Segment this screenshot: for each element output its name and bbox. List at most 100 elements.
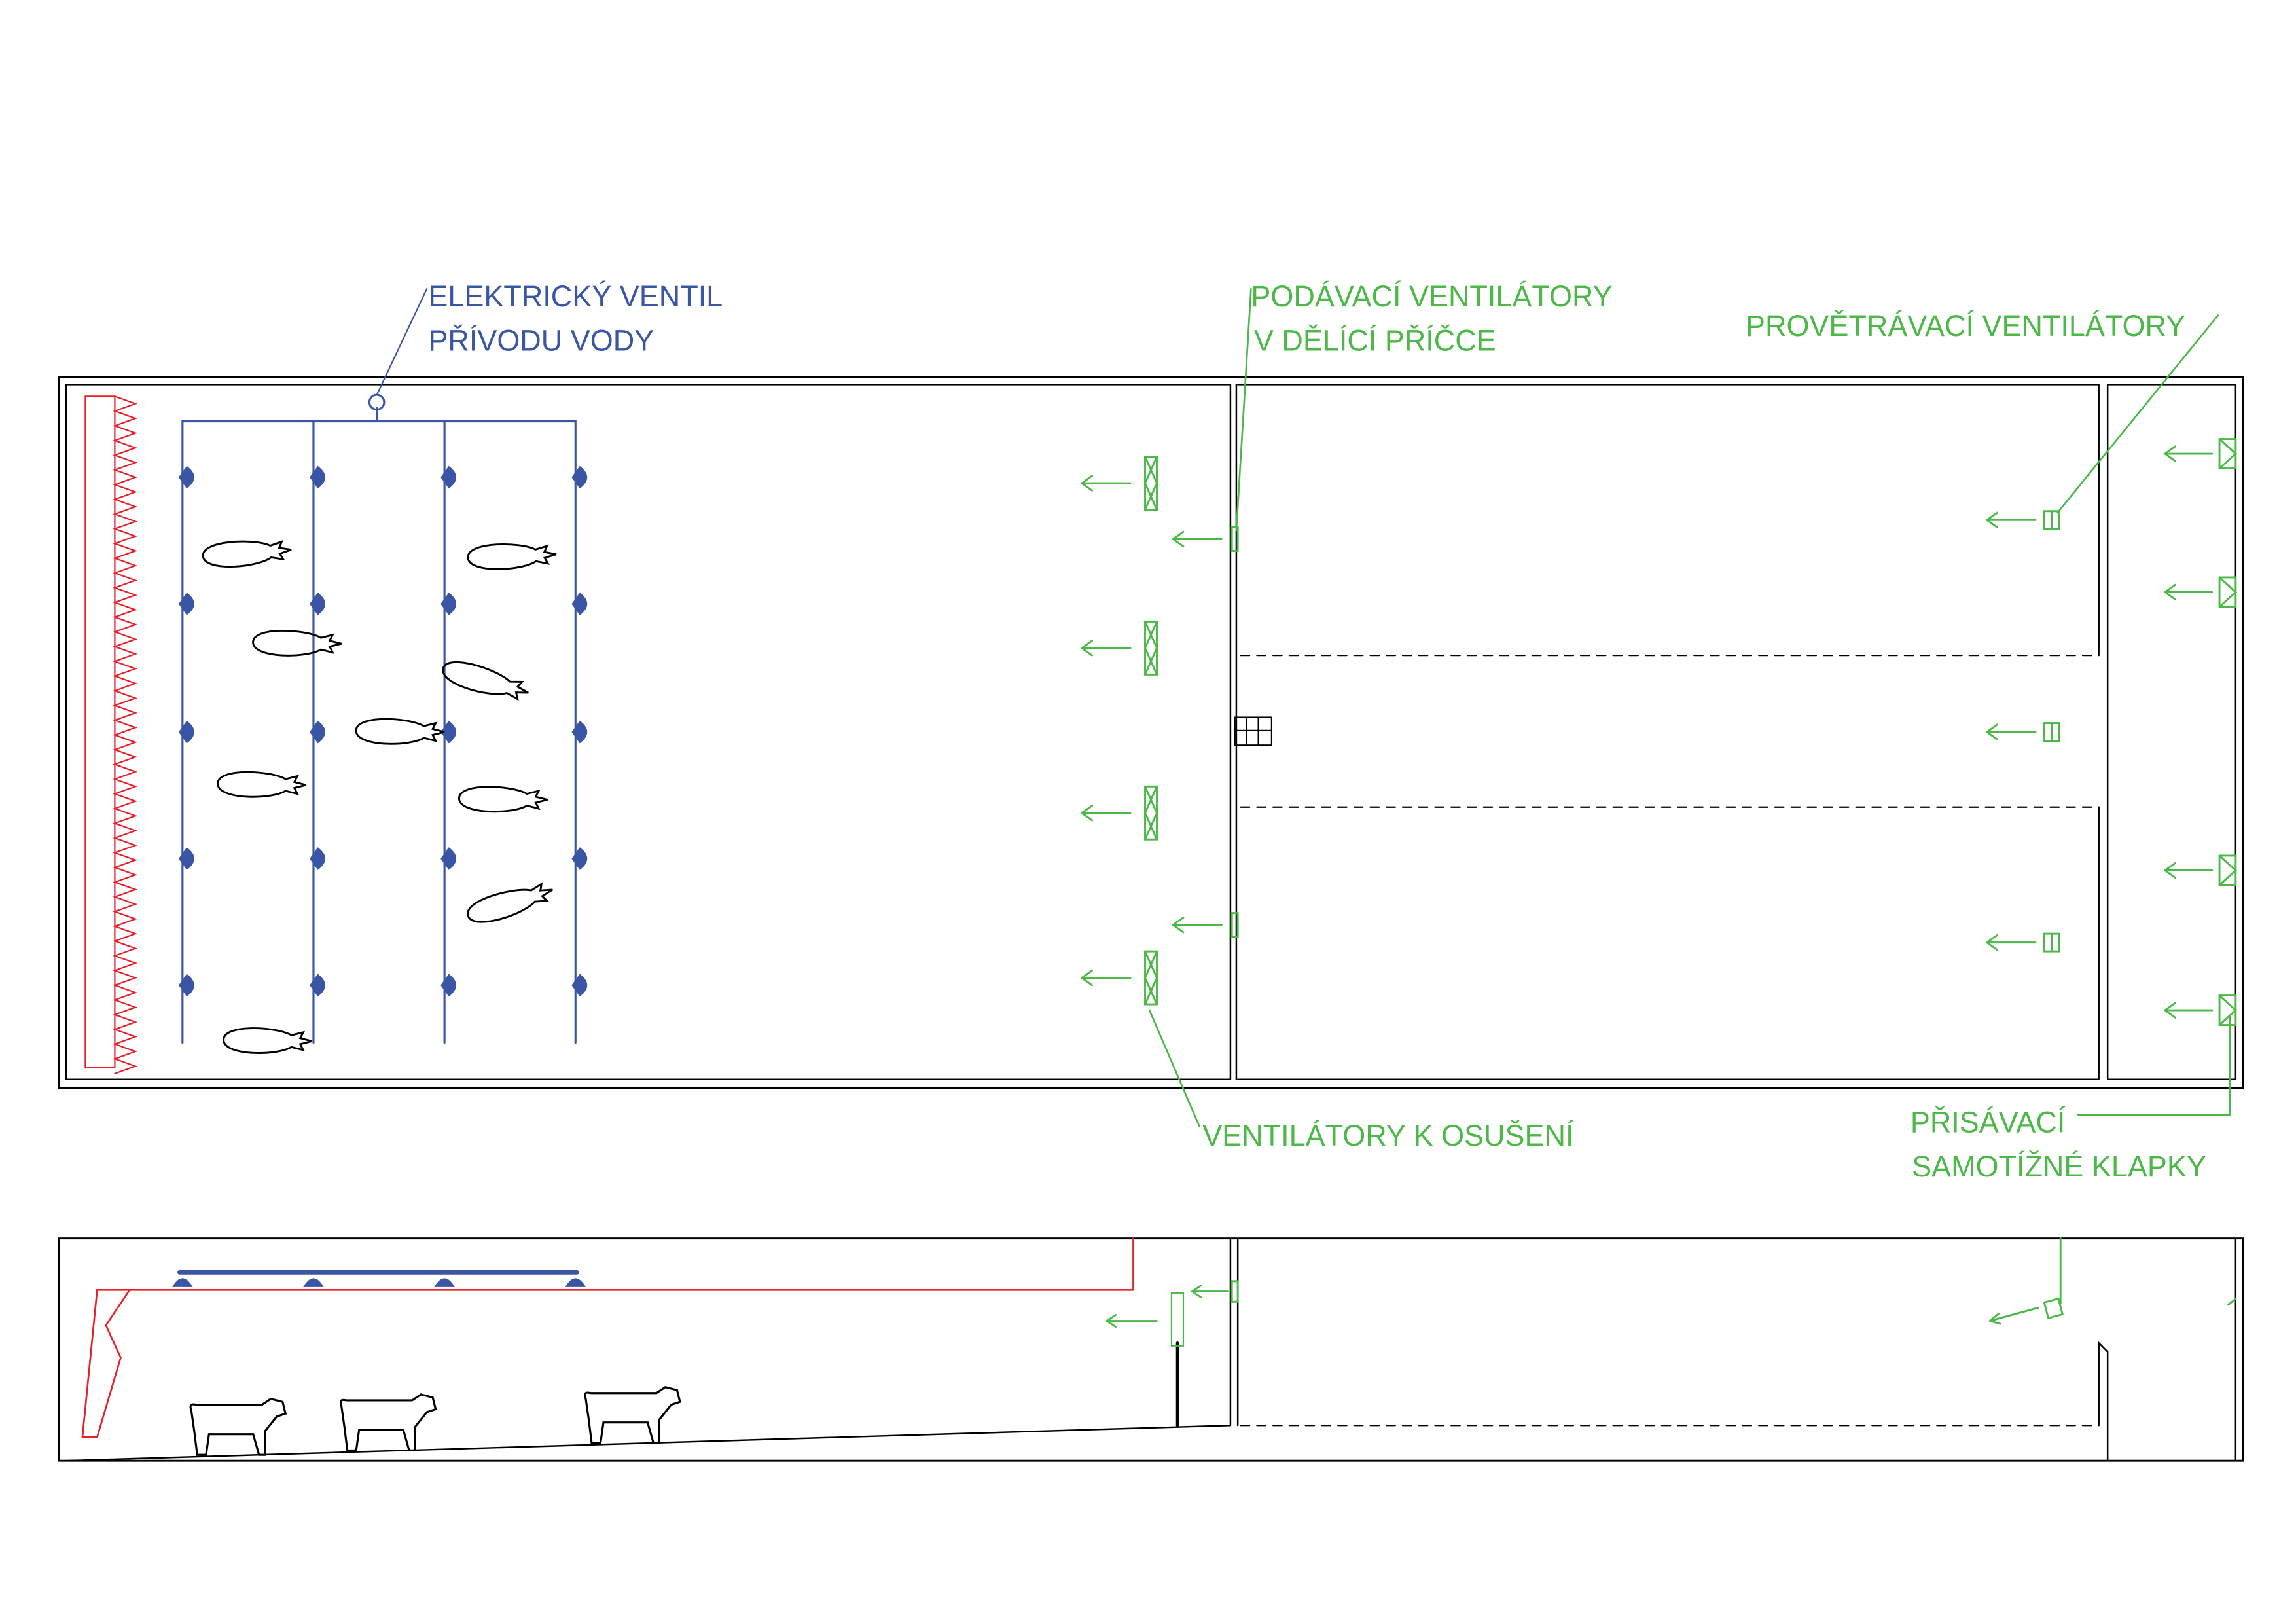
sprinkler-icon — [440, 593, 457, 615]
sprinkler-icon — [178, 974, 194, 997]
sprinkler-icon — [571, 974, 588, 997]
intake-flap-icon — [2218, 854, 2237, 886]
vent-fan-icon — [2043, 510, 2060, 530]
cow-top-view — [467, 882, 554, 923]
sprinkler-icon — [178, 720, 194, 744]
fan-frame — [1144, 950, 1158, 1006]
airflow-arrow-icon — [1081, 640, 1132, 657]
label-supply-fans: PODÁVACÍ VENTILÁTORY — [1251, 280, 1612, 313]
label-intake-flaps-2: SAMOTÍŽNÉ KLAPKY — [1912, 1150, 2206, 1183]
sprinkler-icon — [565, 1278, 586, 1287]
sprinkler-icon — [172, 1278, 193, 1287]
sprinkler-icon — [178, 593, 194, 615]
flap-frame — [2218, 994, 2237, 1027]
airflow-arrow-icon — [1986, 934, 2037, 951]
sprinkler-icon — [178, 465, 194, 489]
cow-outline — [202, 540, 292, 568]
intake-flap-icon — [2218, 576, 2237, 608]
cow-outline — [467, 882, 554, 923]
label-electric-valve: ELEKTRICKÝ VENTIL — [428, 280, 723, 313]
section-sprinklers — [172, 1278, 586, 1287]
cows-section — [189, 1386, 681, 1456]
fan-frame — [1144, 620, 1158, 676]
airflow-arrow-icon — [2164, 583, 2214, 601]
section-walls — [63, 1237, 2237, 1462]
cow-top-view — [442, 661, 529, 701]
label-electric-valve-2: PŘÍVODU VODY — [428, 324, 654, 357]
airflow-arrow-icon — [1986, 511, 2037, 528]
section-cooling-pad — [81, 1237, 1134, 1438]
cow-top-view — [355, 718, 445, 745]
sprinkler-icon — [571, 847, 588, 870]
vent-fan-icon — [2043, 722, 2060, 742]
water-pipes — [181, 288, 577, 1044]
cow-outline — [252, 630, 342, 657]
flap-blade — [2218, 994, 2237, 1027]
drying-fan-icon — [1143, 620, 1158, 676]
cow-outline — [458, 786, 548, 813]
flap-blade — [2218, 854, 2237, 886]
vent-fan-icon — [2043, 932, 2060, 953]
plan-outer-wall — [58, 376, 2244, 1089]
flap-frame — [2218, 576, 2237, 608]
flap-frame — [2218, 854, 2237, 886]
intake-flap-icon — [2218, 994, 2237, 1027]
sprinkler-icon — [310, 974, 325, 997]
cow-side-view — [340, 1393, 437, 1452]
sprinkler-icon — [303, 1278, 324, 1287]
cooling-pad — [84, 395, 138, 1074]
supply-fan-icon — [1230, 912, 1239, 938]
sprinklers — [178, 465, 588, 997]
drying-fan-icon — [1143, 785, 1158, 841]
sprinkler-icon — [310, 720, 325, 744]
fan-frame — [1144, 456, 1158, 511]
cow-outline — [355, 718, 445, 745]
cow-outline — [442, 661, 529, 701]
sprinkler-icon — [440, 465, 457, 489]
airflow-arrow-icon — [1172, 530, 1223, 548]
sprinkler-icon — [310, 465, 325, 489]
section-view — [58, 1237, 2244, 1462]
label-drying-fans: VENTILÁTORY K OSUŠENÍ — [1202, 1119, 1574, 1152]
sprinkler-icon — [434, 1278, 455, 1287]
leader-lines — [1148, 287, 2231, 1128]
flap-blade — [2218, 438, 2237, 470]
cow-outline — [217, 771, 307, 798]
drying-fan-icon — [1143, 456, 1158, 511]
plan-inner-wall-left — [65, 384, 1232, 1081]
fan-blades — [1143, 950, 1158, 1006]
supply-fan-icon — [1230, 526, 1239, 552]
fan-frame — [1144, 785, 1158, 841]
sprinkler-icon — [440, 720, 457, 744]
plan-view — [58, 287, 2244, 1128]
airflow-arrow-icon — [2164, 1002, 2214, 1019]
airflow-arrow-icon — [1081, 969, 1132, 987]
dashed-corridor — [1240, 655, 2100, 808]
drying-fan-icon — [1143, 950, 1158, 1006]
airflow-arrow-icon — [1081, 475, 1132, 492]
cow-top-view — [217, 771, 307, 798]
cow-top-view — [458, 786, 548, 813]
sprinkler-icon — [178, 847, 194, 870]
fans — [1081, 438, 2237, 1027]
section-outer-wall — [58, 1237, 2244, 1462]
cow-outline — [467, 543, 557, 570]
flap-frame — [2218, 438, 2237, 470]
label-vent-fans: PROVĚTRÁVACÍ VENTILÁTORY — [1746, 309, 2185, 342]
cow-top-view — [223, 1027, 313, 1054]
airflow-arrow-icon — [1986, 723, 2037, 740]
sprinkler-icon — [310, 847, 325, 870]
plan-inner-wall-right — [1236, 384, 2237, 1081]
cow-top-view — [252, 630, 342, 657]
fan-blades — [1143, 785, 1158, 841]
section-ventilation — [1105, 1237, 2237, 1328]
cow-side-view — [189, 1398, 287, 1456]
airflow-arrow-icon — [2164, 445, 2214, 462]
fan-blades — [1143, 620, 1158, 676]
section-drying-fan — [1170, 1292, 1185, 1347]
airflow-arrow-icon — [2164, 862, 2214, 879]
airflow-arrow-icon — [1081, 805, 1132, 822]
sprinkler-icon — [440, 847, 457, 870]
label-supply-fans-2: V DĚLÍCÍ PŘÍČCE — [1254, 324, 1496, 357]
